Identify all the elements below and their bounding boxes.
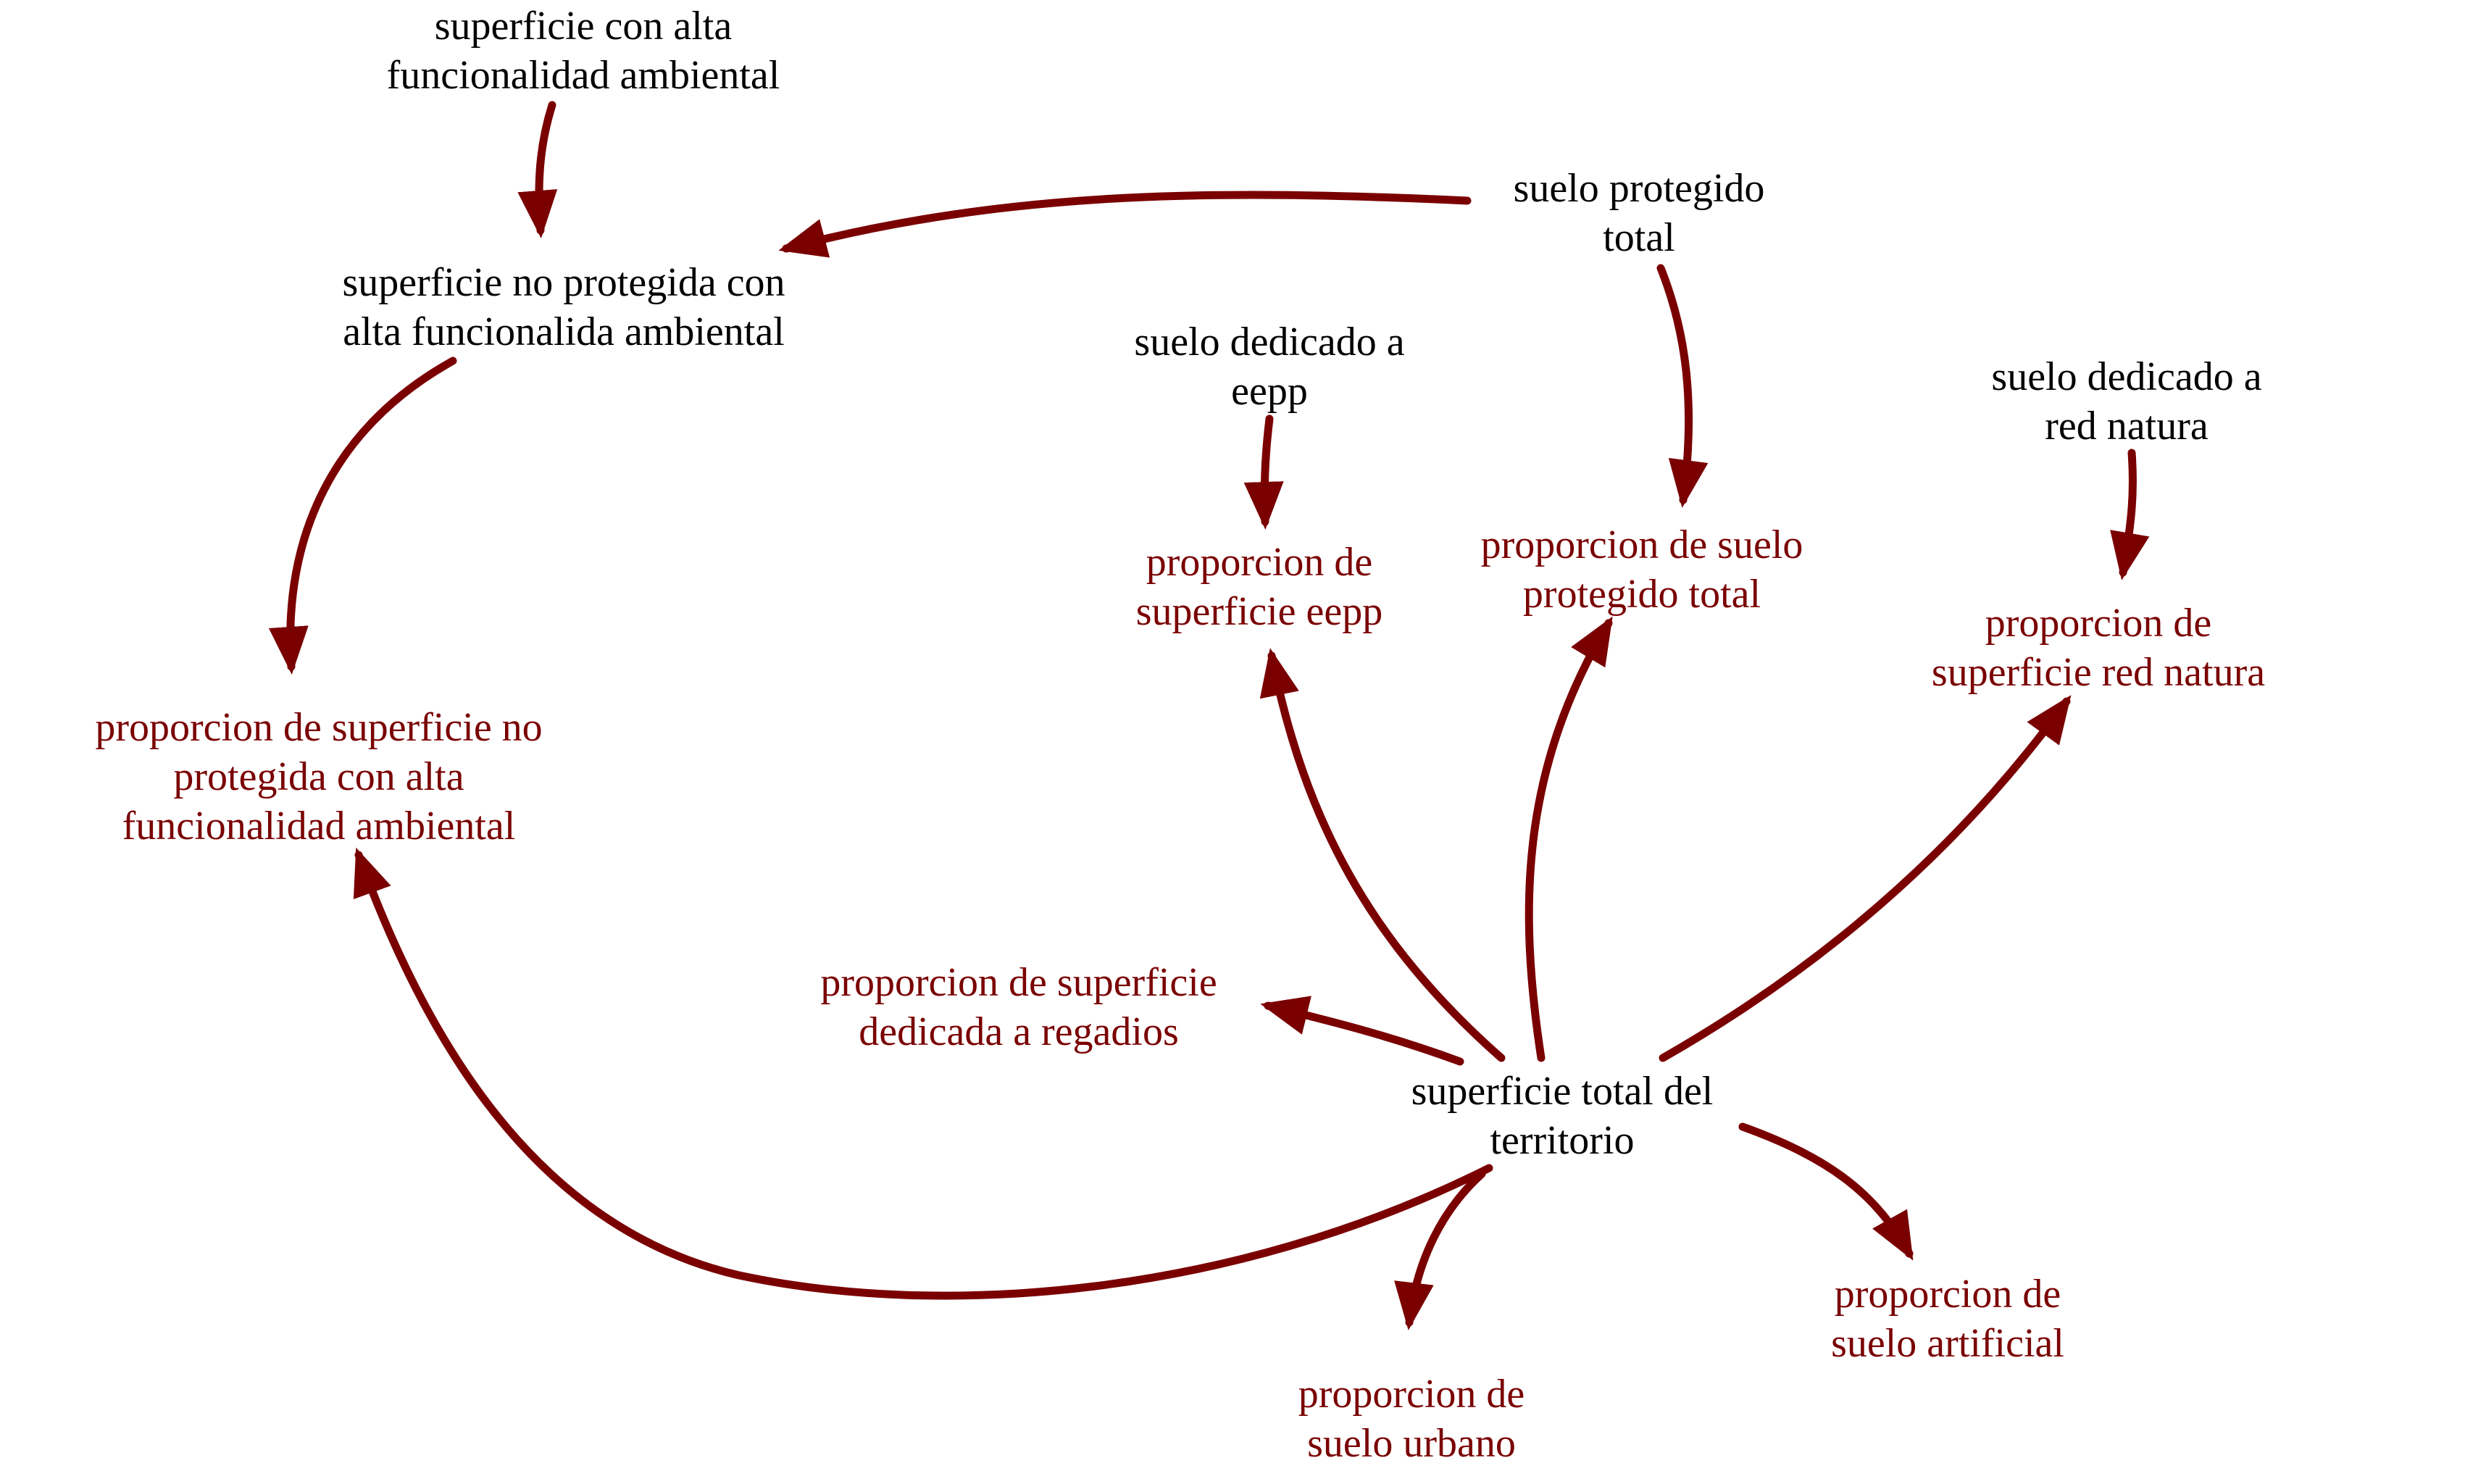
node-proporcion-superficie-regadios: proporcion de superficie dedicada a rega… — [820, 958, 1217, 1056]
node-line: proporcion de superficie — [820, 960, 1217, 1005]
node-superficie-no-protegida: superficie no protegida con alta funcion… — [342, 258, 785, 357]
node-suelo-dedicado-red-natura: suelo dedicado a red natura — [1991, 352, 2261, 451]
edge-no-protegida-to-prop-no-protegida — [268, 357, 457, 675]
node-line: superficie red natura — [1931, 650, 2266, 695]
node-line: proporcion de — [1985, 601, 2212, 646]
edge-total-to-prop-artificial — [1738, 1122, 1914, 1261]
node-line: protegido total — [1522, 572, 1761, 617]
node-superficie-alta-funcionalidad: superficie con alta funcionalidad ambien… — [387, 1, 780, 100]
node-suelo-dedicado-eepp: suelo dedicado a eepp — [1134, 317, 1404, 416]
node-line: superficie total del — [1411, 1069, 1714, 1114]
node-line: red natura — [2045, 404, 2209, 449]
node-line: superficie con alta — [434, 4, 733, 49]
node-line: alta funcionalida ambiental — [343, 309, 785, 354]
edge-total-to-prop-red-natura — [1659, 695, 2072, 1062]
node-line: suelo protegido — [1513, 166, 1765, 211]
node-line: suelo dedicado a — [1134, 320, 1405, 364]
node-line: dedicada a regadios — [859, 1009, 1179, 1054]
edge-total-to-prop-regadios — [1260, 996, 1464, 1066]
node-line: superficie eepp — [1135, 589, 1383, 634]
node-line: proporcion de — [1146, 540, 1373, 585]
node-superficie-total-territorio: superficie total del territorio — [1411, 1067, 1714, 1165]
node-proporcion-suelo-protegido-total: proporcion de suelo protegido total — [1481, 520, 1803, 619]
node-line: suelo artificial — [1831, 1321, 2064, 1366]
node-line: proporcion de — [1298, 1372, 1525, 1417]
edge-protegido-to-prop-protegido — [1656, 264, 1709, 508]
node-suelo-protegido-total: suelo protegido total — [1514, 164, 1765, 262]
node-line: funcionalidad ambiental — [122, 804, 516, 849]
node-line: suelo dedicado a — [1991, 354, 2262, 399]
edge-total-to-prop-urbano — [1394, 1170, 1486, 1330]
node-line: eepp — [1231, 369, 1308, 414]
node-line: total — [1603, 215, 1675, 260]
edge-red-natura-to-prop-red-natura — [2110, 449, 2150, 580]
edge-total-to-prop-eepp — [1259, 648, 1506, 1062]
node-line: superficie no protegida con — [342, 260, 785, 305]
node-proporcion-superficie-no-protegida: proporcion de superficie no protegida co… — [95, 703, 542, 851]
node-line: proporcion de suelo — [1480, 522, 1803, 567]
edge-protegido-to-no-protegida — [778, 191, 1472, 258]
node-line: proporcion de superficie no — [95, 705, 543, 750]
node-line: proporcion de — [1834, 1272, 2061, 1317]
node-proporcion-superficie-eepp: proporcion de superficie eepp — [1136, 538, 1382, 636]
edge-total-to-prop-no-protegida — [353, 847, 1493, 1300]
node-proporcion-suelo-artificial: proporcion de suelo artificial — [1831, 1270, 2064, 1368]
node-line: protegida con alta — [173, 754, 464, 799]
edge-alta-func-to-no-protegida — [517, 101, 558, 238]
node-line: territorio — [1490, 1118, 1635, 1163]
node-proporcion-suelo-urbano: proporcion de suelo urbano — [1298, 1370, 1525, 1468]
edge-eepp-to-prop-eepp — [1243, 414, 1284, 530]
node-line: funcionalidad ambiental — [386, 53, 780, 98]
edge-total-to-prop-protegido — [1525, 616, 1613, 1062]
node-line: suelo urbano — [1307, 1421, 1516, 1466]
node-proporcion-superficie-red-natura: proporcion de superficie red natura — [1932, 599, 2265, 697]
